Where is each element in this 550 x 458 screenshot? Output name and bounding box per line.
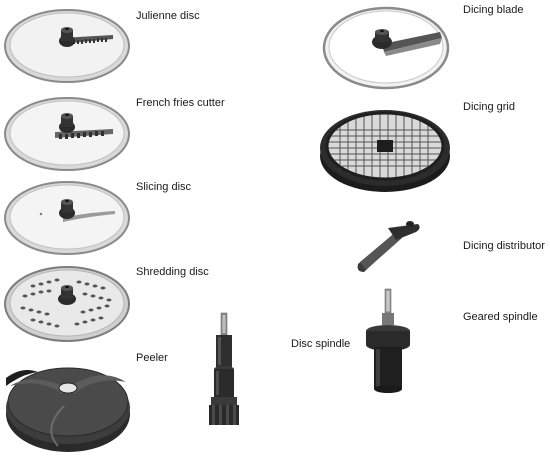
- french-fries-cutter-icon: [4, 97, 130, 171]
- geared-spindle-icon: [366, 288, 410, 393]
- geared-spindle-label: Geared spindle: [463, 311, 538, 323]
- peeler-label: Peeler: [136, 352, 168, 364]
- dicing-blade-label: Dicing blade: [463, 4, 524, 16]
- dicing-grid-label: Dicing grid: [463, 101, 515, 113]
- dicing-grid-icon: [320, 110, 450, 192]
- disc-spindle-label: Disc spindle: [291, 338, 351, 350]
- disc-spindle-icon: [209, 312, 239, 425]
- dicing-distributor-label: Dicing distributor: [463, 240, 545, 252]
- julienne-disc-label: Julienne disc: [136, 10, 200, 22]
- slicing-disc-icon: [4, 181, 130, 255]
- shredding-disc-label: Shredding disc: [136, 266, 209, 278]
- slicing-disc-label: Slicing disc: [136, 181, 192, 193]
- dicing-distributor-icon: [357, 221, 420, 272]
- shredding-disc-icon: [4, 266, 130, 342]
- french-fries-cutter-label: French fries cutter: [136, 97, 225, 109]
- dicing-blade-icon: [322, 6, 450, 90]
- julienne-disc-icon: [4, 9, 130, 83]
- peeler-icon: [6, 367, 130, 452]
